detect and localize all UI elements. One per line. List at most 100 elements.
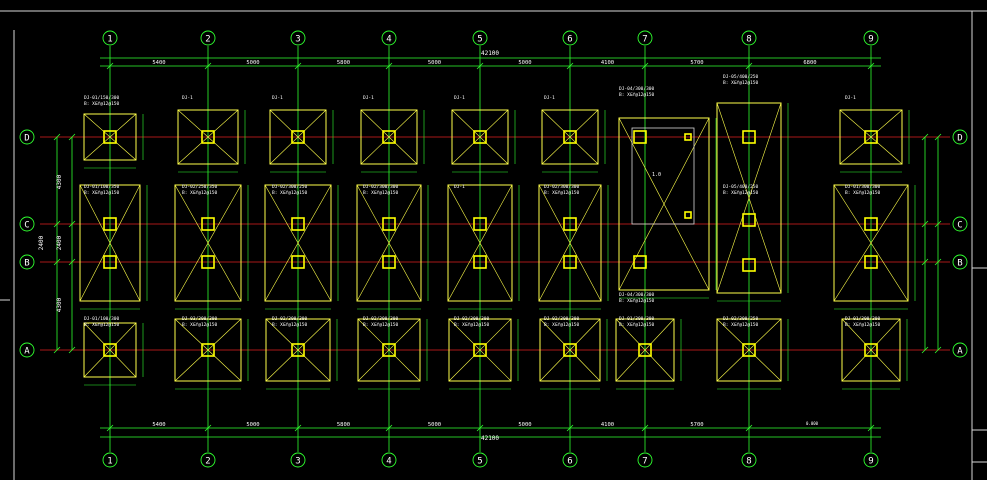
dim-spacing-bottom: 5000 <box>246 422 259 428</box>
axis-bubble-circle <box>952 216 968 232</box>
dim-tick-left-inner <box>53 133 61 141</box>
footing-d5 <box>451 109 516 173</box>
dim-tick-top <box>476 62 484 70</box>
footing-diagonal <box>177 109 239 165</box>
footing-a6 <box>539 318 608 390</box>
dim-tick-left-inner <box>53 220 61 228</box>
axis-bubble-bottom-1: 1 <box>102 452 118 468</box>
dim-spacing-top: 5700 <box>690 60 703 66</box>
column-a2 <box>201 343 215 357</box>
dim-spacing-top: 5000 <box>518 60 531 66</box>
footing-outline <box>538 184 602 302</box>
column-a6 <box>563 343 577 357</box>
column-c6 <box>563 217 577 231</box>
dim-tick-bottom <box>204 424 212 432</box>
axis-bubble-label: 1 <box>107 457 112 467</box>
tag-d1: DJ-01/150/300 <box>84 95 120 101</box>
tag-cb2: DJ-02/250/350 <box>182 184 218 190</box>
tag-d8: DJ-05/400/250 <box>723 74 759 80</box>
axis-bubble-label: 9 <box>868 35 873 45</box>
footing-cb6 <box>538 184 609 310</box>
footing-a5 <box>448 318 519 390</box>
footing-diagonal <box>269 109 327 165</box>
axis-bubble-top-7: 7 <box>637 30 653 46</box>
column-d4 <box>382 130 396 144</box>
axis-bubble-top-8: 8 <box>741 30 757 46</box>
left-dim-upper: 4300 <box>56 174 63 189</box>
tag-cb3: DJ-02/300/250 <box>272 184 308 190</box>
dim-tick-top <box>294 62 302 70</box>
column-b8 <box>742 258 756 272</box>
tag-a7: DJ-01/300/300 <box>619 316 655 322</box>
axis-bubble-right-C: C <box>952 216 968 232</box>
axis-bubble-bottom-7: 7 <box>637 452 653 468</box>
column-b6 <box>563 255 577 269</box>
footing-a1 <box>83 322 144 386</box>
dim-tick-right-outer <box>934 258 942 266</box>
tag-cb-reinf-1: B: X&Y@12@150 <box>84 190 120 196</box>
tag-a-reinf-8: B: X&Y@12@150 <box>723 322 759 328</box>
tag-d7: DJ-04/300/300 <box>619 86 655 92</box>
footing-d1 <box>83 113 144 169</box>
axis-bubble-bottom-5: 5 <box>472 452 488 468</box>
footing-outline <box>357 318 421 382</box>
column-d7-post <box>684 133 692 141</box>
footing-outline <box>541 109 599 165</box>
axis-bubble-circle <box>102 30 118 46</box>
tag-a-reinf-1: B: X&Y@12@150 <box>84 322 120 328</box>
column-b3 <box>291 255 305 269</box>
axis-bubble-label: C <box>24 221 29 231</box>
footing-a7 <box>615 318 682 390</box>
footing-diagonal <box>716 318 782 382</box>
tag-d-reinf-8: B: X&Y@12@150 <box>723 80 759 86</box>
footing-outline <box>264 184 332 302</box>
dim-tick-bottom <box>385 424 393 432</box>
axis-bubble-top-6: 6 <box>562 30 578 46</box>
axis-bubble-bottom-8: 8 <box>741 452 757 468</box>
footing-cb4 <box>356 184 429 310</box>
dim-spacing-top: 5400 <box>152 60 165 66</box>
footing-outline <box>177 109 239 165</box>
dim-spacing-top: 5800 <box>337 60 350 66</box>
tag-a-reinf-6: B: X&Y@12@150 <box>544 322 580 328</box>
dim-spacing-bottom: 5800 <box>337 422 350 428</box>
tag-cb6: DJ-02/300/300 <box>544 184 580 190</box>
axis-bubble-top-1: 1 <box>102 30 118 46</box>
dim-spacing-bottom: 5700 <box>690 422 703 428</box>
column-d2 <box>201 130 215 144</box>
footing-outline <box>539 318 601 382</box>
dim-tick-left-inner <box>53 258 61 266</box>
column-b9 <box>864 255 878 269</box>
dim-tick-left-outer <box>68 133 76 141</box>
axis-bubble-label: 6 <box>567 35 572 45</box>
column-c9 <box>864 217 878 231</box>
tag-d-reinf-7: B: X&Y@12@150 <box>619 92 655 98</box>
dim-tick-top <box>745 62 753 70</box>
dim-tick-left-inner <box>53 346 61 354</box>
column-c2 <box>201 217 215 231</box>
axis-bubble-circle <box>290 30 306 46</box>
dim-tick-left-outer <box>68 220 76 228</box>
footing-diagonal <box>265 318 331 382</box>
dim-tick-bottom <box>641 424 649 432</box>
axis-bubble-circle <box>19 216 35 232</box>
tag-cb4: DJ-02/300/300 <box>363 184 399 190</box>
column-c3 <box>291 217 305 231</box>
axis-bubble-bottom-4: 4 <box>381 452 397 468</box>
axis-bubble-top-3: 3 <box>290 30 306 46</box>
axis-bubble-label: 2 <box>205 35 210 45</box>
footing-outline <box>618 117 710 291</box>
footing-diagonal <box>541 109 599 165</box>
pit-outline <box>631 127 695 225</box>
footing-outline <box>360 109 418 165</box>
footing-cb2 <box>174 184 249 310</box>
axis-bubble-circle <box>19 254 35 270</box>
axis-bubble-label: 8 <box>746 457 751 467</box>
axis-bubble-circle <box>637 452 653 468</box>
tag-a4: DJ-02/300/300 <box>363 316 399 322</box>
axis-bubble-label: 4 <box>386 35 391 45</box>
column-d5 <box>473 130 487 144</box>
